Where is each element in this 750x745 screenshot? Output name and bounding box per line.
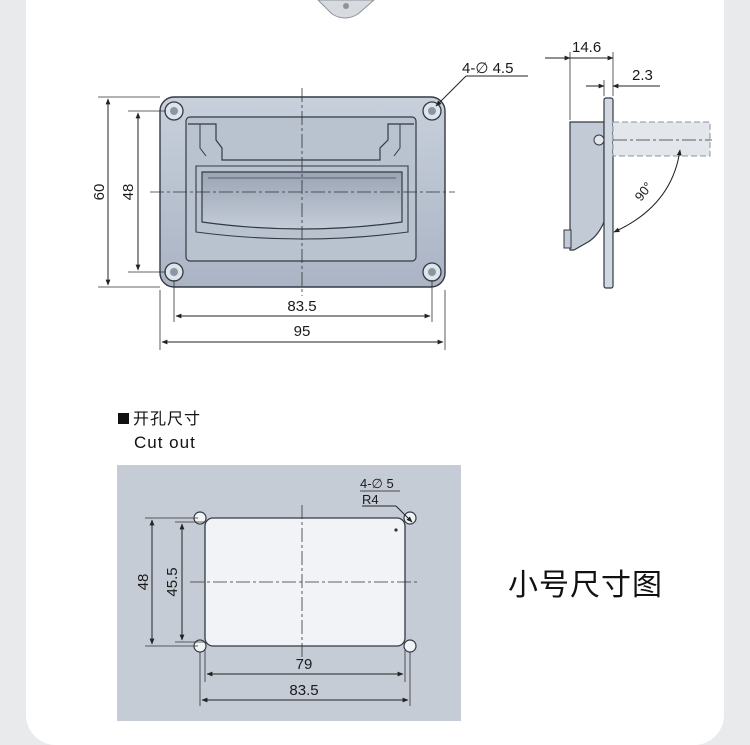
size-diagram-label: 小号尺寸图 [508, 568, 663, 603]
cutout-height-inner-label: 45.5 [164, 567, 181, 596]
side-view [545, 52, 712, 289]
height-inner-label: 48 [120, 184, 137, 201]
cutout-radius-label: R4 [362, 492, 379, 507]
depth-label: 14.6 [572, 39, 601, 56]
cutout-heading-en: Cut out [134, 433, 196, 452]
mounting-holes [164, 101, 442, 282]
hole-spec-label: 4-∅ 4.5 [462, 60, 513, 77]
width-inner-label: 83.5 [287, 298, 316, 315]
plate-thickness-label: 2.3 [632, 67, 653, 84]
cutout-height-outer-label: 48 [135, 574, 152, 591]
cutout-width-inner-label: 79 [296, 656, 313, 673]
cutout-hole-spec-label: 4-∅ 5 [360, 476, 394, 491]
top-view [98, 75, 528, 350]
cutout-view [145, 490, 420, 706]
bullet-square-icon [118, 413, 129, 424]
cutout-heading-text: 开孔尺寸 [133, 411, 202, 428]
product-photo-fragment [317, 0, 375, 19]
height-outer-label: 60 [91, 184, 108, 201]
cutout-heading: 开孔尺寸 [118, 408, 201, 432]
angle-label: 90° [632, 179, 656, 204]
width-outer-label: 95 [294, 323, 311, 340]
cutout-width-outer-label: 83.5 [289, 682, 318, 699]
